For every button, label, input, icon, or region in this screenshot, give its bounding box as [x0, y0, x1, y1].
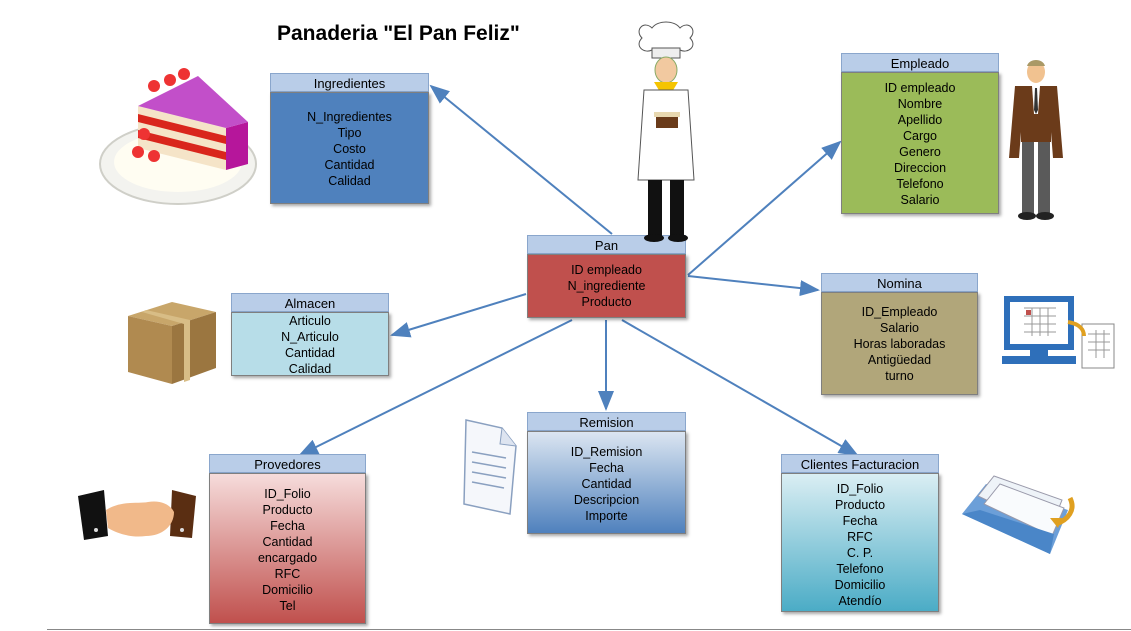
- field: ID_Folio: [264, 487, 311, 501]
- field: Cargo: [902, 129, 938, 143]
- field: Horas laboradas: [853, 337, 946, 351]
- field: Direccion: [893, 161, 947, 175]
- arrow-pan-provedores: [298, 319, 573, 456]
- field: Producto: [834, 498, 886, 512]
- field: N_Articulo: [281, 330, 339, 344]
- field: ID_Remision: [570, 445, 643, 459]
- field: Apellido: [897, 113, 943, 127]
- arrow-pan-empleado: [687, 140, 842, 276]
- field: ID empleado: [571, 263, 642, 277]
- field: Antigüedad: [867, 353, 932, 367]
- field: encargado: [257, 551, 318, 565]
- field: Fecha: [842, 514, 878, 528]
- entity-header: Empleado: [841, 53, 999, 72]
- field: Producto: [262, 503, 313, 517]
- field: turno: [885, 369, 914, 383]
- arrow-pan-clientes: [621, 319, 859, 456]
- field: Nombre: [897, 97, 943, 111]
- field: RFC: [274, 567, 301, 581]
- entity-fields: ID_Folio Producto Fecha Cantidad encarga…: [209, 473, 366, 624]
- field: Cantidad: [262, 535, 313, 549]
- computer-spreadsheet-icon: [1002, 296, 1115, 369]
- field: Producto: [581, 295, 632, 309]
- field: Cantidad: [581, 477, 632, 491]
- bottom-divider: [47, 629, 1131, 630]
- field: ID_Empleado: [861, 305, 938, 319]
- entity-header: Ingredientes: [270, 73, 429, 92]
- field: Salario: [900, 193, 940, 207]
- field: Descripcion: [573, 493, 640, 507]
- field: Domicilio: [262, 583, 313, 597]
- entity-nomina: Nomina ID_Empleado Salario Horas laborad…: [821, 273, 978, 395]
- entity-header: Remision: [527, 412, 686, 431]
- entity-fields: Articulo N_Articulo Cantidad Calidad: [231, 312, 389, 376]
- field: Costo: [333, 142, 366, 156]
- field: Fecha: [589, 461, 624, 475]
- field: Calidad: [288, 362, 332, 376]
- field: Atendío: [838, 594, 882, 608]
- handshake-icon: [78, 490, 196, 540]
- entity-fields: ID_Folio Producto Fecha RFC C. P. Telefo…: [781, 473, 939, 612]
- field: Genero: [899, 145, 941, 159]
- field: Telefono: [836, 562, 884, 576]
- field: Salario: [880, 321, 919, 335]
- chef-icon: [637, 21, 695, 242]
- field: Telefono: [896, 177, 944, 191]
- entity-pan: Pan ID empleado N_ingrediente Producto: [527, 235, 686, 318]
- entity-clientes-facturacion: Clientes Facturacion ID_Folio Producto F…: [781, 454, 939, 612]
- box-icon: [128, 302, 216, 384]
- entity-provedores: Provedores ID_Folio Producto Fecha Canti…: [209, 454, 366, 624]
- field: Cantidad: [324, 158, 375, 172]
- field: Calidad: [328, 174, 371, 188]
- field: Cantidad: [284, 346, 336, 360]
- entity-header: Clientes Facturacion: [781, 454, 939, 473]
- entity-fields: N_Ingredientes Tipo Costo Cantidad Calid…: [270, 92, 429, 204]
- field: N_Ingredientes: [307, 110, 392, 124]
- field: Fecha: [270, 519, 305, 533]
- field: Tipo: [337, 126, 362, 140]
- folder-icon: [962, 475, 1075, 554]
- entity-almacen: Almacen Articulo N_Articulo Cantidad Cal…: [231, 293, 389, 376]
- field: Importe: [585, 509, 628, 523]
- arrow-pan-ingredientes: [429, 84, 613, 235]
- field: N_ingrediente: [567, 279, 646, 293]
- arrow-pan-almacen: [390, 293, 527, 338]
- entity-ingredientes: Ingredientes N_Ingredientes Tipo Costo C…: [270, 73, 429, 204]
- diagram-title: Panaderia "El Pan Feliz": [277, 22, 520, 45]
- entity-header: Almacen: [231, 293, 389, 312]
- field: ID_Folio: [836, 482, 884, 496]
- field: ID empleado: [884, 81, 956, 95]
- cake-icon: [99, 68, 257, 205]
- entity-empleado: Empleado ID empleado Nombre Apellido Car…: [841, 53, 999, 214]
- field: C. P.: [846, 546, 874, 560]
- field: Articulo: [289, 314, 331, 328]
- entity-fields: ID_Empleado Salario Horas laboradas Anti…: [821, 292, 978, 395]
- entity-header: Provedores: [209, 454, 366, 473]
- entity-remision: Remision ID_Remision Fecha Cantidad Desc…: [527, 412, 686, 534]
- entity-fields: ID empleado N_ingrediente Producto: [527, 254, 686, 318]
- field: Tel: [279, 599, 296, 613]
- businessman-icon: [1009, 60, 1063, 220]
- entity-header: Nomina: [821, 273, 978, 292]
- field: Domicilio: [834, 578, 886, 592]
- document-icon: [463, 419, 517, 515]
- field: RFC: [847, 530, 873, 544]
- entity-fields: ID_Remision Fecha Cantidad Descripcion I…: [527, 431, 686, 534]
- arrow-pan-nomina: [687, 275, 820, 297]
- entity-fields: ID empleado Nombre Apellido Cargo Genero…: [841, 72, 999, 214]
